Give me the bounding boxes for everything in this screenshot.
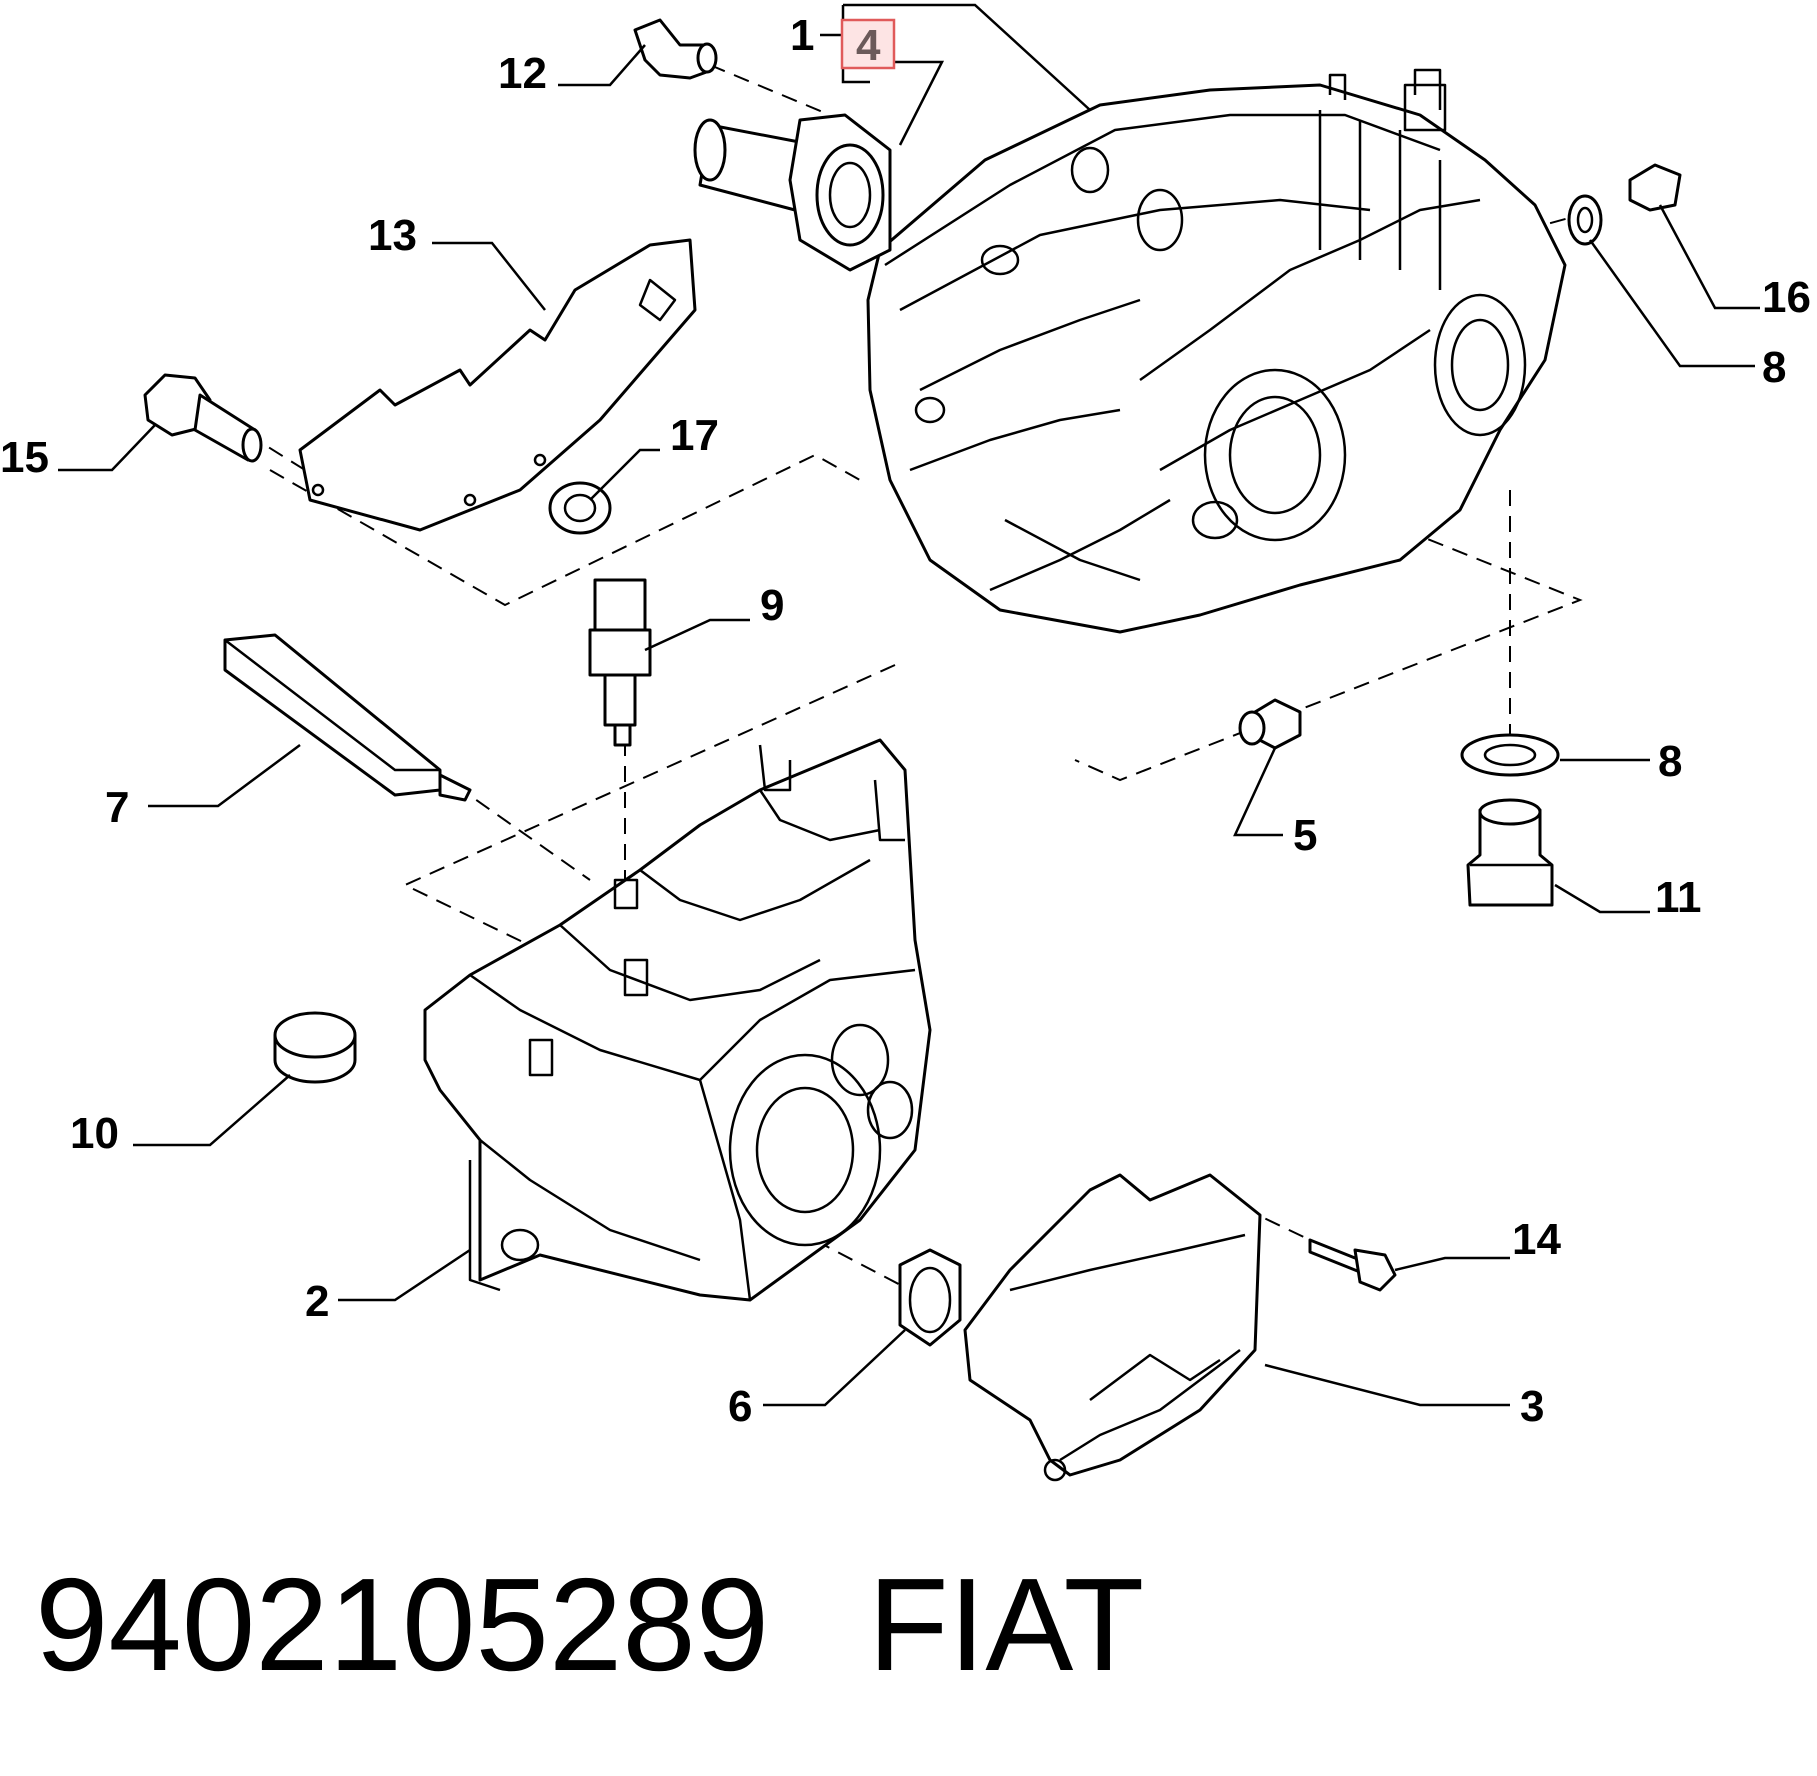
callout-10: 10 [70,1109,119,1158]
upper-gearbox-housing [866,68,1567,634]
part-9-sensor [588,578,652,747]
part-15-bolt [143,373,263,463]
callout-8-upper: 8 [1762,343,1786,392]
leader-lines [58,3,1760,1407]
callout-14: 14 [1512,1215,1561,1264]
part-13-cover-plate [298,238,697,532]
callout-13: 13 [368,211,417,260]
callout-3: 3 [1520,1382,1544,1431]
part-7-gauge [223,633,472,802]
callout-4-highlight-box [840,18,896,70]
callout-11: 11 [1655,873,1702,922]
callout-7: 7 [105,783,129,832]
part-11-drain-plug [1466,798,1554,907]
callout-5: 5 [1293,811,1317,860]
part-3-end-cover [963,1173,1262,1482]
callout-9: 9 [760,581,784,630]
callout-16: 16 [1762,273,1811,322]
part-14-screw [1308,1238,1397,1292]
lower-gearbox-housing [423,738,932,1302]
part-12-screw [633,18,718,80]
part-6-seal [898,1248,962,1347]
part-10-disc [273,1011,357,1084]
callout-1: 1 [790,11,814,60]
callout-2: 2 [305,1277,329,1326]
caption: 9402105289 FIAT [35,1551,1144,1698]
part-8-washer-lower [1460,733,1560,777]
callout-4: 4 [856,21,881,70]
callout-12: 12 [498,49,547,98]
part-8-washer-upper [1567,194,1603,246]
part-16-plug [1628,163,1682,212]
callout-8-lower: 8 [1658,737,1682,786]
part-5-bush [1238,698,1302,750]
brand-name: FIAT [868,1551,1144,1698]
part-4-guide-tube [693,113,892,272]
callout-6: 6 [728,1382,752,1431]
callout-labels: 1 2 3 4 5 6 7 8 8 9 10 11 12 13 14 15 16… [0,11,1811,1431]
part-number: 9402105289 [35,1551,769,1698]
callout-17: 17 [670,411,719,460]
callout-15: 15 [0,433,49,482]
